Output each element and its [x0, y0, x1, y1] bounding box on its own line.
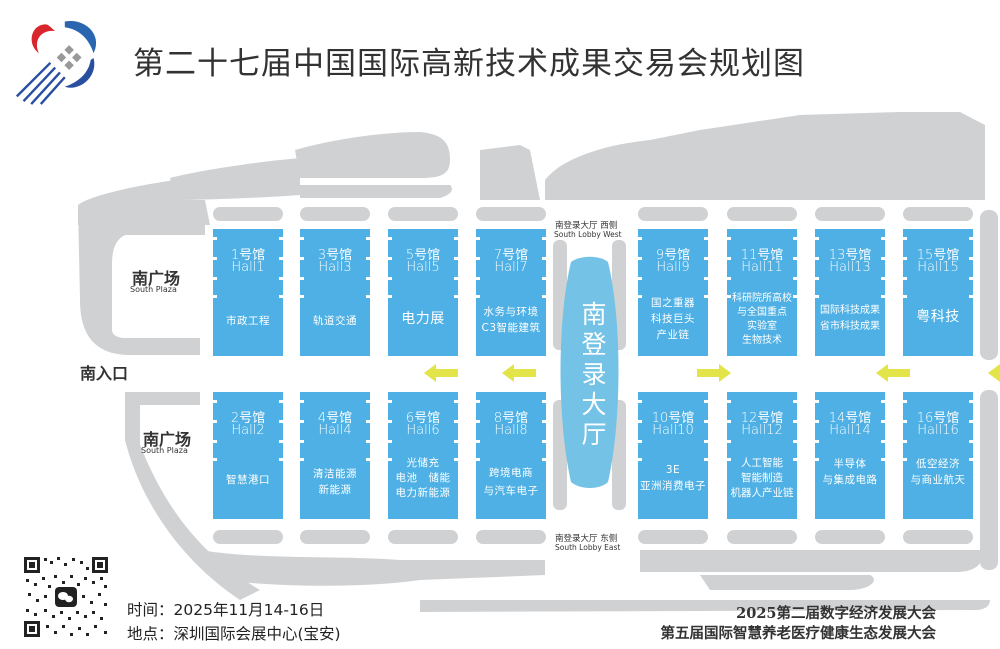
hall-number: 15号馆	[916, 248, 960, 263]
direction-arrow-left-icon	[424, 364, 458, 382]
hall-english: Hall4	[318, 423, 352, 438]
hall-number: 3号馆	[317, 248, 353, 263]
hall-14[interactable]: 14号馆 Hall14 半导体与集成电路	[815, 392, 885, 519]
hall-number: 13号馆	[828, 248, 872, 263]
direction-arrow-right-icon	[697, 364, 731, 382]
event-venue: 地点：深圳国际会展中心(宝安)	[127, 625, 341, 643]
hall-desc: 粤科技	[916, 309, 960, 325]
hall-number: 4号馆	[317, 411, 353, 426]
hall-4[interactable]: 4号馆 Hall4 清洁能源新能源	[300, 392, 370, 519]
hall-english: Hall13	[829, 260, 871, 275]
chtf-logo-icon	[15, 20, 97, 105]
hall-english: Hall7	[494, 260, 528, 275]
south-lobby-main[interactable]: 南登录大厅	[581, 300, 607, 449]
hall-english: Hall2	[231, 423, 265, 438]
lobby-east-en-label: South Lobby East	[555, 543, 621, 552]
hall-number: 1号馆	[230, 248, 266, 263]
hall-desc: 轨道交通	[313, 315, 357, 327]
south-plaza-top-label: 南广场	[132, 269, 181, 288]
hall-number: 16号馆	[916, 411, 960, 426]
hall-english: Hall3	[318, 260, 352, 275]
hall-number: 7号馆	[493, 248, 529, 263]
hall-desc: 国之重器科技巨头产业链	[651, 297, 695, 341]
hall-16[interactable]: 16号馆 Hall16 低空经济与商业航天	[903, 392, 973, 519]
hall-11[interactable]: 11号馆 Hall11 科研院所高校与全国重点实验室生物技术	[727, 229, 797, 356]
hall-desc: 半导体与集成电路	[822, 458, 878, 486]
hall-desc: 低空经济与商业航天	[910, 458, 966, 486]
hall-english: Hall15	[917, 260, 959, 275]
hall-desc: 跨境电商与汽车电子	[483, 467, 539, 497]
hall-english: Hall11	[741, 260, 783, 275]
hall-number: 12号馆	[740, 411, 784, 426]
hall-6[interactable]: 6号馆 Hall6 光储充电池 储能电力新能源	[388, 392, 458, 519]
hall-9[interactable]: 9号馆 Hall9 国之重器科技巨头产业链	[638, 229, 708, 356]
hall-number: 14号馆	[828, 411, 872, 426]
wechat-qr-code-icon[interactable]	[22, 555, 110, 639]
direction-arrow-left-icon	[502, 364, 536, 382]
hall-number: 11号馆	[740, 248, 784, 263]
hall-english: Hall1	[231, 260, 265, 275]
hall-desc: 国际科技成果省市科技成果	[820, 305, 880, 332]
page-title: 第二十七届中国国际高新技术成果交易会规划图	[133, 46, 805, 82]
hall-desc: 清洁能源新能源	[313, 468, 357, 496]
hall-english: Hall12	[741, 423, 783, 438]
lobby-east-label: 南登录大厅 东侧	[555, 534, 618, 544]
event-time: 时间：2025年11月14-16日	[127, 601, 325, 619]
hall-number: 9号馆	[655, 248, 691, 263]
south-plaza-top-en-label: South Plaza	[130, 285, 177, 294]
hall-desc: 智慧港口	[226, 474, 270, 486]
hall-number: 2号馆	[230, 411, 266, 426]
hall-number: 6号馆	[405, 411, 441, 426]
south-entrance-label: 南入口	[80, 364, 129, 383]
hall-desc: 光储充电池 储能电力新能源	[395, 457, 451, 499]
south-plaza-bottom-en-label: South Plaza	[141, 446, 188, 455]
hall-desc: 市政工程	[226, 315, 270, 327]
hall-number: 8号馆	[493, 411, 529, 426]
hall-english: Hall9	[656, 260, 690, 275]
hall-english: Hall14	[829, 423, 871, 438]
hall-number: 5号馆	[405, 248, 441, 263]
hall-desc: 科研院所高校与全国重点实验室生物技术	[732, 293, 792, 346]
hall-english: Hall6	[406, 423, 440, 438]
conference-smart-eldercare: 第五届国际智慧养老医疗健康生态发展大会	[660, 625, 937, 642]
hall-13[interactable]: 13号馆 Hall13 国际科技成果省市科技成果	[815, 229, 885, 356]
lobby-west-label: 南登录大厅 西侧	[555, 221, 618, 231]
hall-1[interactable]: 1号馆 Hall1 市政工程	[213, 229, 283, 356]
direction-arrow-left-icon	[876, 364, 910, 382]
hall-5[interactable]: 5号馆 Hall5 电力展	[388, 229, 458, 356]
hall-english: Hall5	[406, 260, 440, 275]
hall-2[interactable]: 2号馆 Hall2 智慧港口	[213, 392, 283, 519]
hall-desc: 电力展	[401, 311, 445, 327]
lobby-west-en-label: South Lobby West	[554, 230, 622, 239]
hall-8[interactable]: 8号馆 Hall8 跨境电商与汽车电子	[476, 392, 546, 519]
hall-english: Hall10	[652, 423, 694, 438]
south-plaza-bottom-label: 南广场	[143, 430, 192, 449]
hall-desc: 人工智能智能制造机器人产业链	[730, 457, 794, 499]
hall-number: 10号馆	[651, 411, 695, 426]
direction-arrow-left-icon	[988, 364, 1000, 382]
hall-english: Hall8	[494, 423, 528, 438]
hall-english: Hall16	[917, 423, 959, 438]
hall-12[interactable]: 12号馆 Hall12 人工智能智能制造机器人产业链	[727, 392, 797, 519]
hall-3[interactable]: 3号馆 Hall3 轨道交通	[300, 229, 370, 356]
hall-15[interactable]: 15号馆 Hall15 粤科技	[903, 229, 973, 356]
conference-digital-economy: 2025第二届数字经济发展大会	[736, 605, 936, 622]
